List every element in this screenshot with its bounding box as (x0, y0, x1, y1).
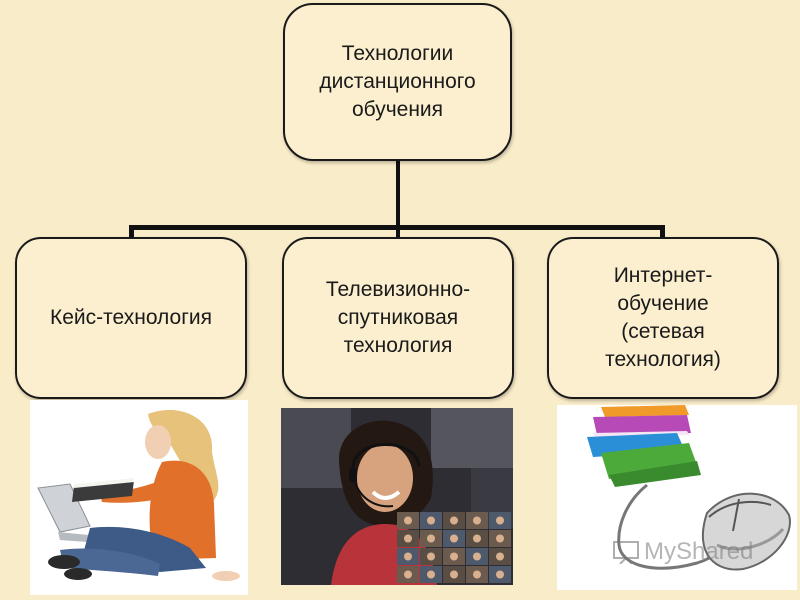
root-node: Технологии дистанционного обучения (283, 3, 512, 161)
video-tile-face (473, 552, 481, 561)
watermark-text: MyShared (644, 538, 754, 565)
connector-right-drop (660, 225, 665, 238)
video-tile-face (473, 570, 481, 579)
presentation-board-icon (613, 541, 639, 564)
connector-root-down (396, 161, 400, 237)
connector-left-drop (129, 225, 134, 238)
headset-operator-video-grid-photo (281, 408, 513, 585)
books-and-mouse-photo (557, 405, 797, 590)
video-tile-face (404, 534, 412, 543)
video-tile-face (473, 534, 481, 543)
video-tile-face (496, 552, 504, 561)
video-tile-face (450, 534, 458, 543)
child-node-case-technology: Кейс-технология (15, 237, 247, 399)
video-tile-face (404, 570, 412, 579)
root-node-label: Технологии дистанционного обучения (319, 42, 476, 121)
video-tile-face (427, 516, 435, 525)
video-tile-face (427, 552, 435, 561)
video-tile-face (404, 516, 412, 525)
video-tile-face (473, 516, 481, 525)
connector-horizontal (129, 225, 665, 230)
video-tile-face (496, 570, 504, 579)
child-node-tv-satellite: Телевизионно- спутниковая технология (282, 237, 514, 399)
child-node-label: Телевизионно- спутниковая технология (325, 278, 471, 357)
video-tile-face (427, 570, 435, 579)
video-tile-face (450, 570, 458, 579)
child-node-label: Интернет- обучение (сетевая технология) (605, 264, 721, 371)
video-tile-face (450, 516, 458, 525)
child-node-label: Кейс-технология (50, 306, 212, 329)
child-node-internet-learning: Интернет- обучение (сетевая технология) (547, 237, 779, 399)
video-tile-face (404, 552, 412, 561)
video-tile-face (496, 516, 504, 525)
myshared-watermark: MyShared (612, 538, 753, 566)
woman-reading-laptop-photo (30, 400, 248, 595)
video-tile-face (450, 552, 458, 561)
video-tile-face (496, 534, 504, 543)
video-tile-face (427, 534, 435, 543)
